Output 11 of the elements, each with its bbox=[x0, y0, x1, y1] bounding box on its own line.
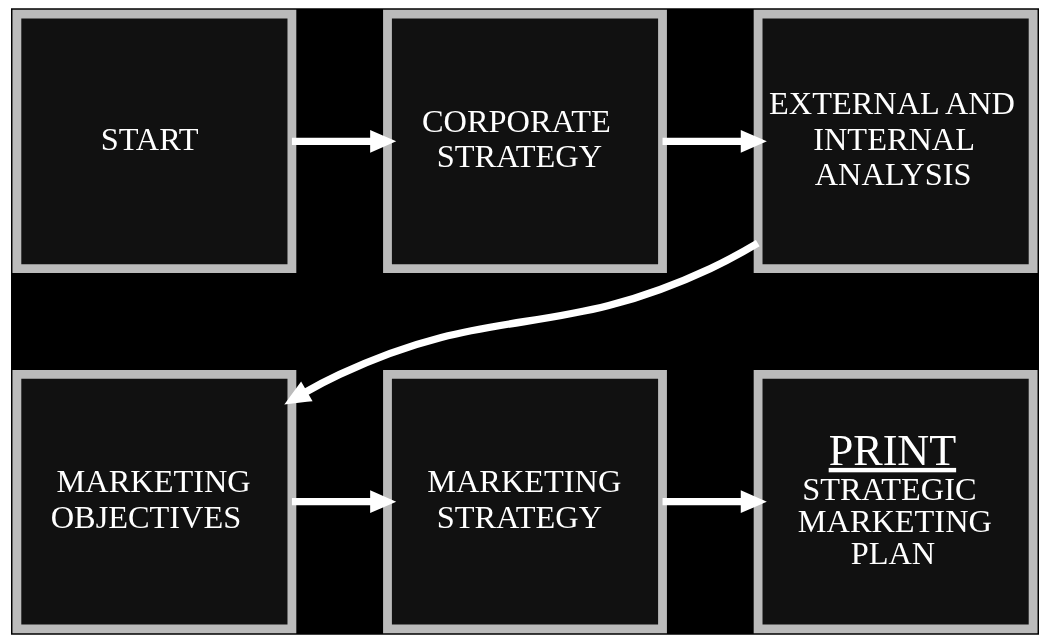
node-box: EXTERNAL AND INTERNAL ANALYSIS bbox=[753, 9, 1038, 273]
node-box: START bbox=[12, 9, 297, 273]
node-box: MARKETING STRATEGY bbox=[383, 370, 667, 634]
arrow bbox=[662, 129, 767, 153]
arrow bbox=[291, 129, 397, 153]
node-box: PRINT STRATEGIC MARKETING PLAN bbox=[753, 370, 1038, 634]
arrow bbox=[291, 490, 397, 514]
arrow bbox=[284, 240, 760, 405]
arrow bbox=[662, 490, 767, 514]
node-box: CORPORATE STRATEGY bbox=[383, 9, 667, 273]
node-box: MARKETING OBJECTIVES bbox=[12, 370, 297, 634]
